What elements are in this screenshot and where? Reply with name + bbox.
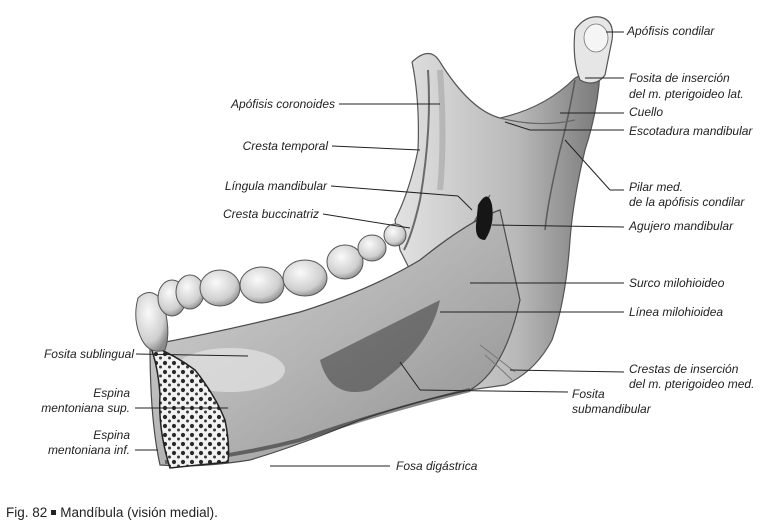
label-superior-mental-spine-line1: Espina: [93, 386, 130, 400]
label-sublingual-fossa: Fosita sublingual: [43, 347, 134, 361]
teeth: [135, 223, 407, 352]
label-temporal-crest: Cresta temporal: [242, 139, 328, 153]
label-pterygoid-fovea-line1: Fosita de inserción: [629, 71, 730, 85]
label-lingula: Língula mandibular: [224, 179, 327, 193]
label-condylar-pillar-line1: Pilar med.: [629, 180, 684, 194]
label-buccinator-crest: Cresta buccinatriz: [222, 207, 319, 221]
label-neck: Cuello: [629, 105, 664, 119]
label-inferior-mental-spine-line1: Espina: [93, 428, 130, 442]
label-digastric-fossa: Fosa digástrica: [396, 459, 478, 473]
label-mylohyoid-line: Línea milohioidea: [629, 305, 724, 319]
figure-caption-text: Mandíbula (visión medial).: [60, 505, 218, 520]
caption-separator-square: [51, 509, 57, 515]
label-superior-mental-spine-line2: mentoniana sup.: [41, 401, 130, 415]
leader-lines: [135, 31, 625, 467]
label-pterygoid-crests-line1: Crestas de inserción: [629, 362, 739, 376]
label-condylar-process: Apófisis condilar: [627, 24, 715, 38]
label-pterygoid-crests-line2: del m. pterigoideo med.: [629, 377, 755, 391]
label-coronoid-process: Apófisis coronoides: [230, 97, 335, 111]
mandibular-foramen: [475, 196, 493, 240]
label-condylar-pillar-line2: de la apófisis condilar: [629, 195, 745, 209]
label-submandibular-fossa-line1: Fosita: [572, 387, 605, 401]
label-submandibular-fossa-line2: submandibular: [572, 402, 651, 416]
label-inferior-mental-spine-line2: mentoniana inf.: [47, 443, 130, 457]
label-pterygoid-fovea-line2: del m. pterigoideo lat.: [629, 87, 744, 101]
condyle: [573, 16, 614, 84]
label-mylohyoid-groove: Surco milohioideo: [629, 276, 725, 290]
label-mandibular-foramen: Agujero mandibular: [629, 219, 734, 233]
figure-caption: Fig. 82 Mandíbula (visión medial).: [6, 505, 218, 520]
symphysis-section: [148, 343, 230, 469]
figure-number: Fig. 82: [6, 505, 48, 520]
label-mandibular-notch: Escotadura mandibular: [629, 124, 753, 138]
